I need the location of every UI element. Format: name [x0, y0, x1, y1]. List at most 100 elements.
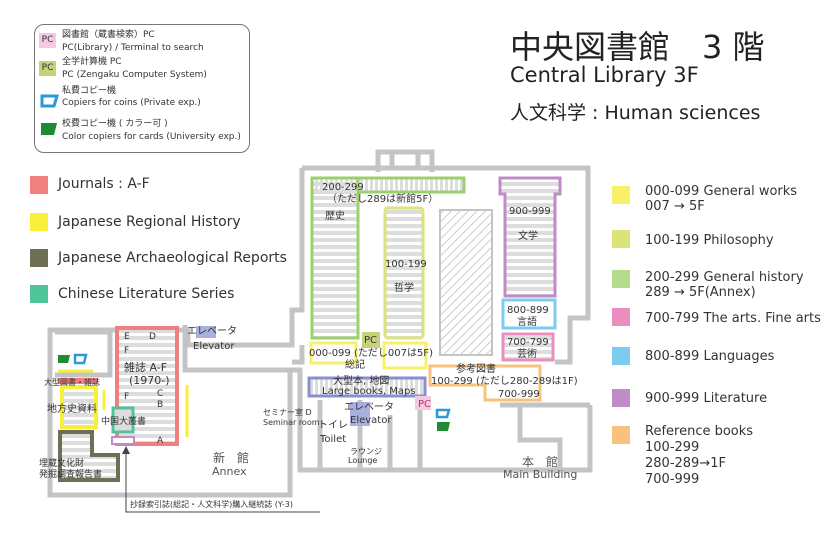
label-lang-range: 800-899 — [507, 305, 549, 316]
label-letter-f3: F — [124, 392, 130, 402]
label-ref-ja: 参考図書 — [456, 364, 496, 375]
arrow-line — [125, 448, 320, 513]
shelf-archaeological — [58, 430, 120, 482]
legend-literature: 900-999 Literature — [645, 391, 768, 406]
legend-pc-library-en: PC(Library) / Terminal to search — [62, 43, 204, 53]
label-large-ja: 大型本, 地図 — [333, 376, 390, 387]
shelf-arts — [501, 332, 555, 362]
legend-copier-coins-ja: 私費コピー機 — [62, 86, 117, 96]
label-seminar-en: Seminar room — [263, 418, 320, 427]
label-arts-range: 700-799 — [507, 337, 549, 348]
philosophy-swatch — [612, 230, 630, 248]
legend-regional-history: Japanese Regional History — [58, 214, 241, 230]
shelf-general-1 — [309, 341, 358, 365]
shelf-history — [310, 176, 360, 340]
shelf-literature — [498, 176, 562, 298]
literature-swatch — [612, 389, 630, 407]
label-elevator-main-en: Elevator — [350, 415, 392, 426]
label-large-en: Large books, Maps — [322, 386, 416, 397]
chinese-lit-swatch — [30, 285, 48, 303]
label-toilet-en: Toilet — [320, 434, 347, 445]
pc-library-marker — [415, 396, 431, 410]
label-history-note: （ただし289は新館5F） — [327, 194, 439, 205]
label-elevator-annex-ja: エレベータ — [187, 326, 237, 337]
subject-heading: 人文科学 : Human sciences — [510, 102, 761, 124]
arrow-head — [122, 446, 130, 454]
label-abstracts: 抄録索引誌(総記・人文科学)購入継続誌 (Y-3) — [130, 500, 293, 509]
label-phil-range: 100-199 — [385, 259, 427, 270]
legend-philosophy: 100-199 Philosophy — [645, 233, 774, 248]
copier-cards-marker — [437, 422, 450, 431]
walls — [47, 149, 593, 498]
shelf-large-books — [307, 376, 427, 398]
label-elevator-main-ja: エレベータ — [344, 402, 394, 413]
elevator-annex — [196, 326, 216, 338]
label-letter-c: C — [157, 389, 164, 399]
elevator-main — [350, 402, 370, 426]
label-lit: 文学 — [518, 231, 538, 242]
label-lit-range: 900-999 — [509, 206, 551, 217]
label-regional: 地方史資料 — [47, 404, 97, 415]
label-letter-b: B — [157, 400, 164, 410]
label-letter-e: E — [124, 332, 130, 342]
copier-coins-marker — [435, 408, 451, 419]
legend-panel — [34, 24, 250, 153]
legend-copier-cards-ja: 校費コピー機 ( カラー可 ) — [62, 119, 168, 129]
label-letter-f1: F — [124, 346, 130, 356]
legend-chinese-lit: Chinese Literature Series — [58, 286, 235, 302]
legend-copier-cards-en: Color copiers for cards (University exp.… — [62, 132, 241, 142]
legend-journals: Journals : A-F — [58, 176, 150, 192]
shelf-philosophy — [383, 206, 425, 340]
label-lounge-en: Lounge — [348, 456, 378, 465]
large-journals-label-bg — [58, 378, 98, 384]
shelf-chinese — [111, 406, 135, 434]
label-main-en: Main Building — [503, 468, 578, 481]
label-general-ja: 総記 — [345, 360, 365, 371]
history-swatch — [612, 270, 630, 288]
archaeological-swatch — [30, 249, 48, 267]
label-seminar-ja: セミナー室 D — [263, 408, 312, 417]
label-general: 000-099 (ただし007は5F) — [309, 348, 433, 359]
regional-history-swatch — [30, 213, 48, 231]
label-letter-d: D — [149, 332, 156, 342]
pc-library-label: PC — [418, 399, 432, 410]
pc-library-icon: PC — [39, 33, 56, 48]
label-large-journals: 大型図書・雑誌 — [44, 378, 100, 387]
journals-swatch — [30, 176, 48, 194]
label-elevator-annex-en: Elevator — [193, 341, 235, 352]
languages-swatch — [612, 347, 630, 365]
page-subtitle-en: Central Library 3F — [510, 63, 699, 87]
label-journals-years: (1970-) — [129, 374, 170, 387]
label-history: 歴史 — [325, 211, 345, 222]
label-archaeo-1: 埋蔵文化財 — [39, 459, 85, 469]
label-letter-a: A — [157, 436, 164, 446]
legend-copier-coins-en: Copiers for coins (Private exp.) — [62, 98, 201, 108]
legend-languages: 800-899 Languages — [645, 349, 775, 364]
label-annex-ja: 新 館 — [213, 451, 250, 465]
legend-pc-library-ja: 図書館（蔵書検索）PC — [62, 30, 155, 40]
label-main-ja: 本 館 — [522, 455, 559, 469]
label-toilet-ja: トイレ — [318, 420, 348, 431]
label-chinese: 中国大叢書 — [101, 417, 147, 427]
label-annex-en: Annex — [212, 465, 247, 478]
page-title: 中央図書館 3 階 — [510, 28, 765, 66]
pc-zengaku-label: PC — [364, 335, 378, 346]
label-history-range: 200-299 — [322, 182, 364, 193]
general-works-swatch — [612, 186, 630, 204]
arts-swatch — [612, 308, 630, 326]
legend-arts: 700-799 The arts. Fine arts — [645, 311, 821, 326]
pc-zengaku-marker — [362, 332, 380, 348]
label-lounge-ja: ラウンジ — [350, 447, 382, 456]
label-ref-range2: 700-999 — [498, 389, 540, 400]
label-phil: 哲学 — [394, 283, 414, 294]
legend-archaeological: Japanese Archaeological Reports — [58, 250, 287, 266]
shelf-languages — [501, 298, 557, 330]
reading-area — [439, 209, 493, 356]
label-lang: 言語 — [517, 317, 537, 328]
shelf-regional — [60, 385, 98, 429]
copier-coins-annex — [73, 353, 88, 365]
